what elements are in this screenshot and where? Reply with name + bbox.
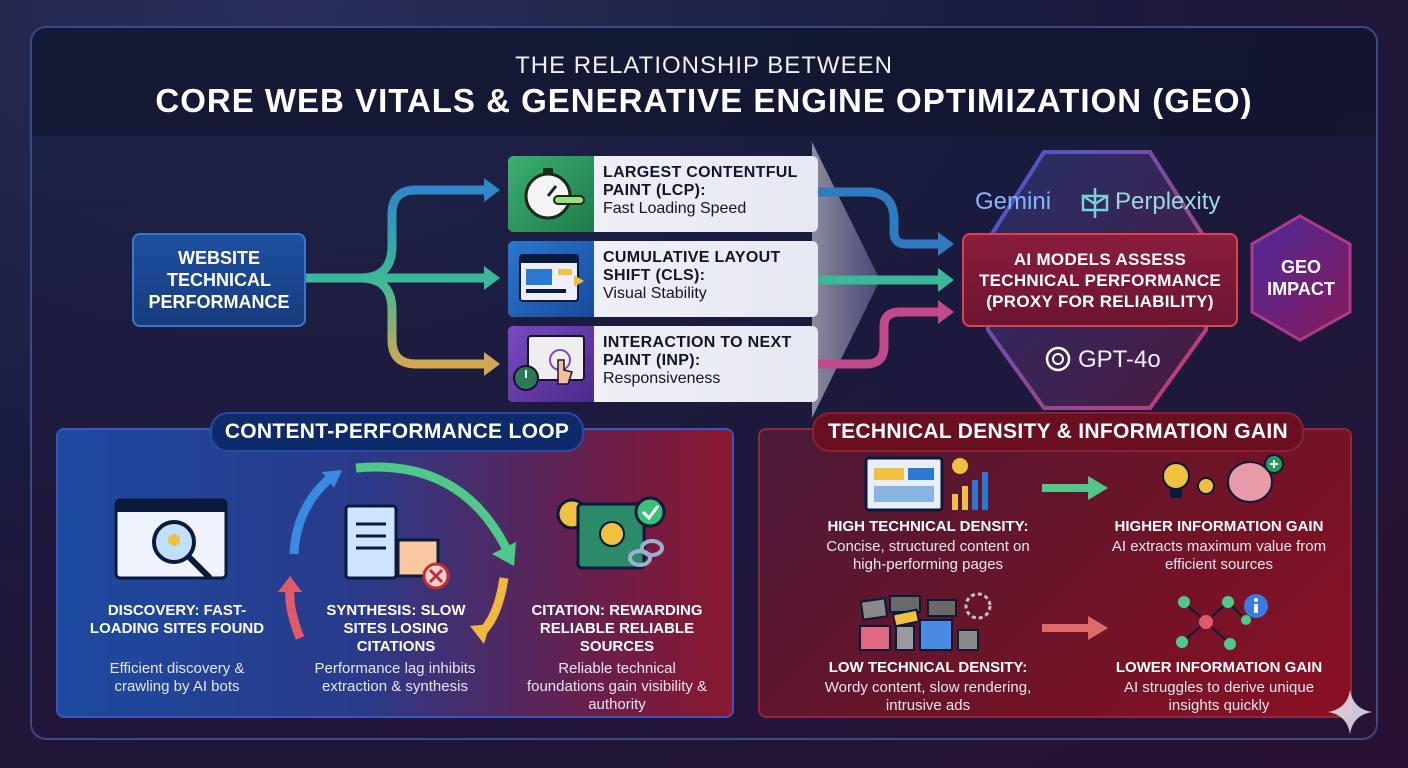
lcp-desc: Fast Loading Speed <box>603 200 747 217</box>
header-band <box>32 28 1376 136</box>
density-title: TECHNICAL DENSITY & INFORMATION GAIN <box>812 412 1304 452</box>
page-subtitle: THE RELATIONSHIP BETWEEN <box>515 52 893 79</box>
metric-cls: CUMULATIVE LAYOUT SHIFT (CLS):Visual Sta… <box>508 241 818 317</box>
cls-desc: Visual Stability <box>603 285 707 302</box>
red-arrow-icon <box>1042 616 1108 640</box>
inp-desc: Responsiveness <box>603 370 721 387</box>
high-density-desc: Concise, structured content on high-perf… <box>826 538 1030 573</box>
loop-title: CONTENT-PERFORMANCE LOOP <box>210 412 584 452</box>
document-synthesis-icon <box>342 500 454 597</box>
geo-impact-hexagon <box>1250 214 1352 342</box>
higher-gain-title: HIGHER INFORMATION GAIN <box>1114 518 1324 535</box>
synthesis-title: SYNTHESIS: SLOW SITES LOSING CITATIONS <box>326 602 466 655</box>
cluttered-blocks-icon <box>858 592 1002 659</box>
high-density-title: HIGH TECHNICAL DENSITY: <box>827 518 1029 535</box>
dashboard-icon <box>864 454 994 519</box>
citation-desc: Reliable technical foundations gain visi… <box>526 660 708 713</box>
discovery-title: DISCOVERY: FAST-LOADING SITES FOUND <box>89 602 265 637</box>
perplexity-icon <box>1080 186 1110 225</box>
search-browser-icon <box>114 496 234 591</box>
gpt4o-label: GPT-4o <box>1078 346 1161 373</box>
metric-lcp: LARGEST CONTENTFUL PAINT (LCP):Fast Load… <box>508 156 818 232</box>
stopwatch-icon <box>508 156 594 232</box>
low-density-desc: Wordy content, slow rendering, intrusive… <box>824 679 1032 714</box>
geo-impact-label: GEO IMPACT <box>1267 257 1335 299</box>
metric-inp: INTERACTION TO NEXT PAINT (INP):Responsi… <box>508 326 818 402</box>
green-arrow-icon <box>1042 476 1108 500</box>
sparkle-icon <box>1328 690 1372 734</box>
brain-lightbulb-icon <box>1156 454 1286 519</box>
synthesis-desc: Performance lag inhibits extraction & sy… <box>314 660 476 695</box>
website-technical-performance-box: WEBSITE TECHNICAL PERFORMANCE <box>132 233 306 327</box>
loop-cycle-arrows <box>278 462 516 644</box>
citation-title: CITATION: REWARDING RELIABLE RELIABLE SO… <box>531 602 703 655</box>
tap-interaction-icon <box>508 326 594 402</box>
lower-gain-title: LOWER INFORMATION GAIN <box>1115 659 1323 676</box>
openai-icon <box>1044 345 1072 378</box>
page-title: CORE WEB VITALS & GENERATIVE ENGINE OPTI… <box>155 82 1253 119</box>
ai-assess-box: AI MODELS ASSESS TECHNICAL PERFORMANCE (… <box>962 233 1238 327</box>
layout-shift-icon <box>508 241 594 317</box>
lcp-title: LARGEST CONTENTFUL PAINT (LCP): <box>603 164 798 199</box>
discovery-desc: Efficient discovery & crawling by AI bot… <box>109 660 245 695</box>
certificate-link-icon <box>552 494 672 591</box>
gemini-label: Gemini <box>975 188 1052 215</box>
lower-gain-desc: AI struggles to derive unique insights q… <box>1123 679 1315 714</box>
perplexity-label: Perplexity <box>1115 188 1221 215</box>
cls-title: CUMULATIVE LAYOUT SHIFT (CLS): <box>603 249 781 284</box>
inp-title: INTERACTION TO NEXT PAINT (INP): <box>603 334 792 369</box>
network-info-icon <box>1170 590 1274 659</box>
higher-gain-desc: AI extracts maximum value from efficient… <box>1111 538 1327 573</box>
low-density-title: LOW TECHNICAL DENSITY: <box>828 659 1028 676</box>
